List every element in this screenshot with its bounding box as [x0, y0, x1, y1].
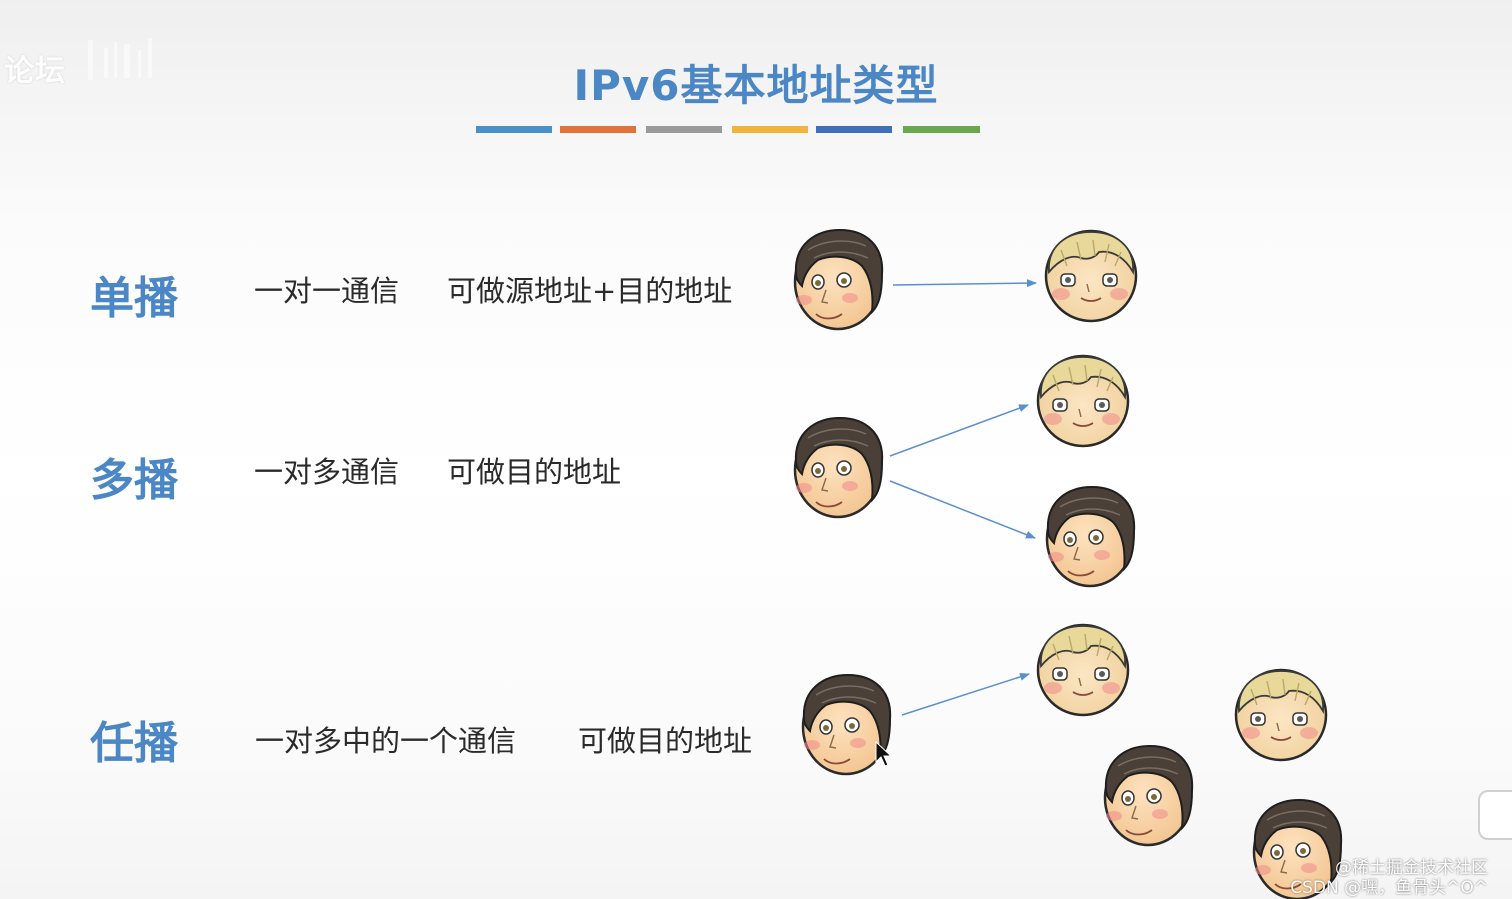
arrow-icon — [889, 480, 1036, 539]
mouse-cursor-icon — [875, 740, 893, 767]
forum-logo-mark — [88, 38, 152, 80]
watermark-line-2: CSDN @嘿，鱼骨头^O^ — [1290, 878, 1488, 898]
arrow-icon — [892, 279, 1037, 288]
receiver-face-icon — [1036, 354, 1130, 448]
title-bar-segment — [476, 126, 552, 133]
arrow-icon — [901, 672, 1030, 716]
arrow-icon — [889, 404, 1029, 457]
receiver-face-icon — [1045, 485, 1136, 588]
page-title: IPv6基本地址类型 — [573, 61, 939, 110]
title-bar-segment — [816, 126, 892, 133]
receiver-face-icon — [1036, 623, 1130, 717]
unicast-comm: 一对一通信 — [254, 274, 400, 308]
title-bar-segment — [903, 126, 980, 133]
receiver-face-icon — [1234, 668, 1328, 762]
multicast-label: 多播 — [90, 455, 178, 506]
anycast-comm: 一对多中的一个通信 — [255, 724, 517, 758]
unicast-label: 单播 — [90, 273, 178, 324]
anycast-usage: 可做目的地址 — [578, 724, 753, 758]
title-bar-segment — [646, 126, 722, 133]
sender-face-icon — [793, 228, 884, 331]
multicast-comm: 一对多通信 — [254, 455, 400, 489]
receiver-face-icon — [1044, 229, 1138, 323]
unicast-usage: 可做源地址+目的地址 — [447, 274, 733, 308]
side-panel-tab[interactable] — [1478, 790, 1512, 840]
watermark-line-1: @稀土掘金技术社区 — [1335, 858, 1488, 878]
anycast-label: 任播 — [90, 718, 178, 769]
title-bar-segment — [732, 126, 808, 133]
multicast-usage: 可做目的地址 — [447, 455, 622, 489]
forum-watermark-text: 论坛 — [4, 54, 66, 89]
title-bar-segment — [560, 126, 636, 133]
receiver-face-icon — [1103, 744, 1194, 847]
sender-face-icon — [793, 416, 884, 519]
